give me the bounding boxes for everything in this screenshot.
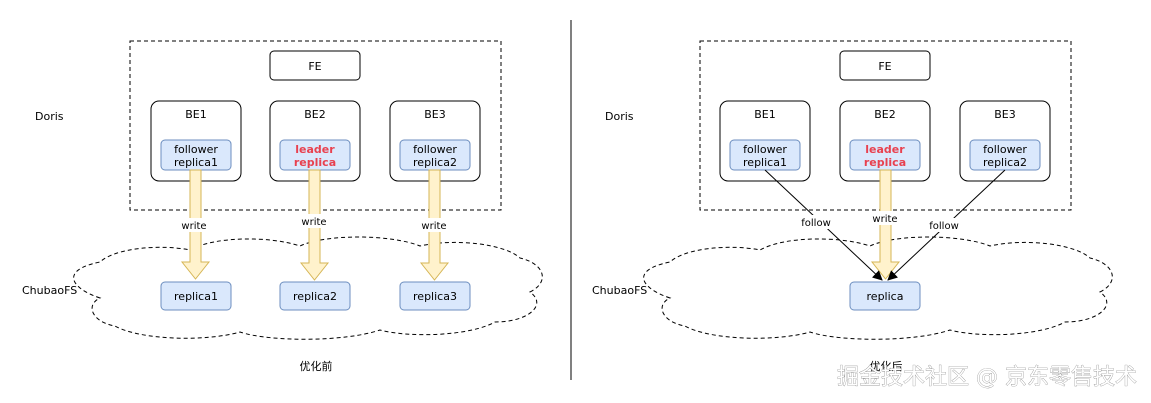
- follow-label-left: follow: [801, 218, 831, 229]
- storage-replica-right: [849, 281, 921, 311]
- be1-replica-line1-right: follower: [743, 143, 787, 156]
- storage-replica2: [279, 281, 351, 311]
- watermark-text: 掘金技术社区 @ 京东零售技术: [837, 365, 1137, 390]
- caption-after: 优化后: [870, 359, 903, 373]
- be1-replica-line1: follower: [174, 143, 218, 156]
- write-label-2: write: [301, 217, 326, 228]
- write-label-1: write: [181, 221, 206, 232]
- be1-label: BE1: [185, 108, 207, 121]
- caption-before: 优化前: [300, 359, 333, 373]
- chubaofs-label: ChubaoFS: [22, 284, 77, 297]
- fe-node: [269, 50, 361, 81]
- chubaofs-label-right: ChubaoFS: [592, 284, 647, 297]
- be1-label-right: BE1: [754, 108, 776, 121]
- storage-replica3-label: replica3: [413, 290, 457, 303]
- doris-cluster-boundary-right: [699, 40, 1072, 211]
- be2-leader-line2-right: replica: [864, 156, 906, 169]
- storage-replica-right-label: replica: [867, 290, 904, 303]
- left-panel: Doris ChubaoFS FE BE1 follower replica1 …: [22, 40, 543, 373]
- doris-label-right: Doris: [605, 110, 634, 123]
- be3-replica-line2: replica2: [413, 156, 457, 169]
- be3-label: BE3: [424, 108, 446, 121]
- follow-label-right: follow: [929, 221, 959, 232]
- be1-replica-line2: replica1: [174, 156, 218, 169]
- be3-replica-line1-right: follower: [983, 143, 1027, 156]
- be2-leader-line1-right: leader: [865, 143, 905, 156]
- fe-label-right: FE: [878, 60, 891, 73]
- be2-label-right: BE2: [874, 108, 896, 121]
- storage-replica3: [399, 281, 471, 311]
- be2-leader-line2: replica: [294, 156, 336, 169]
- be2-leader-line1: leader: [295, 143, 335, 156]
- be3-replica-line2-right: replica2: [983, 156, 1027, 169]
- storage-replica1: [160, 281, 232, 311]
- write-label-3: write: [421, 221, 446, 232]
- be3-replica-line1: follower: [413, 143, 457, 156]
- right-panel: Doris ChubaoFS FE BE1 follower replica1 …: [592, 40, 1113, 373]
- storage-replica1-label: replica1: [174, 290, 218, 303]
- be2-label: BE2: [304, 108, 326, 121]
- doris-cluster-boundary: [129, 40, 502, 211]
- write-label-right: write: [872, 214, 897, 225]
- storage-replica2-label: replica2: [293, 290, 337, 303]
- doris-label: Doris: [35, 110, 64, 123]
- be1-replica-line2-right: replica1: [743, 156, 787, 169]
- be3-label-right: BE3: [994, 108, 1016, 121]
- fe-node-right: [839, 50, 931, 81]
- fe-label: FE: [308, 60, 321, 73]
